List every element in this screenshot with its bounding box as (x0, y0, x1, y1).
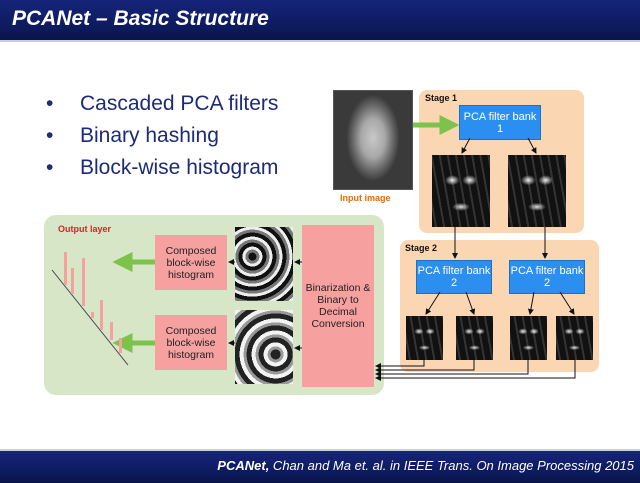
composed-histogram-top: Composed block-wise histogram (155, 235, 227, 290)
pca-filter-bank-1: PCA filter bank 1 (459, 105, 541, 140)
bullet-text: Block-wise histogram (80, 156, 279, 179)
arrow-bank2a-2 (465, 291, 476, 315)
input-image-label: Input image (340, 193, 391, 203)
bullet-item: • Cascaded PCA filters (44, 88, 278, 120)
bullet-dot-icon: • (46, 124, 54, 147)
binary-code-image-bottom (235, 310, 293, 384)
input-face-image (333, 90, 413, 190)
output-layer-label: Output layer (58, 224, 112, 234)
stage2-filtered-image-3 (510, 316, 547, 360)
binarization-box: Binarization & Binary to Decimal Convers… (302, 225, 374, 387)
bullet-text: Cascaded PCA filters (80, 92, 279, 115)
title-bar: PCANet – Basic Structure (0, 0, 640, 42)
slide-title: PCANet – Basic Structure (12, 7, 269, 30)
citation-bold: PCANet, (217, 458, 270, 473)
output-histogram-icon (51, 252, 129, 366)
bullet-item: • Block-wise histogram (44, 152, 278, 184)
binary-code-image-top (235, 227, 293, 301)
stage2-filtered-image-1 (406, 316, 443, 360)
stage2-label: Stage 2 (405, 243, 438, 253)
stage2-filtered-image-2 (456, 316, 493, 360)
arrow-bank2b-1 (527, 291, 535, 315)
stage1-filtered-image-left (432, 155, 490, 227)
pca-filter-bank-2-right: PCA filter bank 2 (509, 260, 585, 294)
stage1-label: Stage 1 (425, 93, 458, 103)
citation-text: Chan and Ma et. al. in IEEE Trans. On Im… (269, 458, 634, 473)
bullet-dot-icon: • (46, 92, 54, 115)
composed-histogram-bottom: Composed block-wise histogram (155, 315, 227, 370)
stage1-filtered-image-right (508, 155, 566, 227)
arrow-bank1-left (461, 137, 471, 154)
pca-filter-bank-2-left: PCA filter bank 2 (416, 260, 492, 294)
arrow-return-2 (375, 360, 475, 373)
arrow-bank2b-2 (559, 291, 575, 315)
stage2-filtered-image-4 (556, 316, 593, 360)
bullet-item: • Binary hashing (44, 120, 278, 152)
arrow-return-4 (375, 360, 576, 381)
arrow-bank1-right (527, 137, 537, 154)
bullet-text: Binary hashing (80, 124, 219, 147)
arrow-return-1 (375, 360, 425, 369)
arrow-return-3 (375, 360, 529, 377)
arrow-bank2a-1 (425, 291, 441, 315)
bullet-dot-icon: • (46, 156, 54, 179)
footer-bar: PCANet, Chan and Ma et. al. in IEEE Tran… (0, 449, 640, 483)
citation: PCANet, Chan and Ma et. al. in IEEE Tran… (217, 458, 634, 473)
bullet-list: • Cascaded PCA filters • Binary hashing • B… (44, 88, 278, 184)
